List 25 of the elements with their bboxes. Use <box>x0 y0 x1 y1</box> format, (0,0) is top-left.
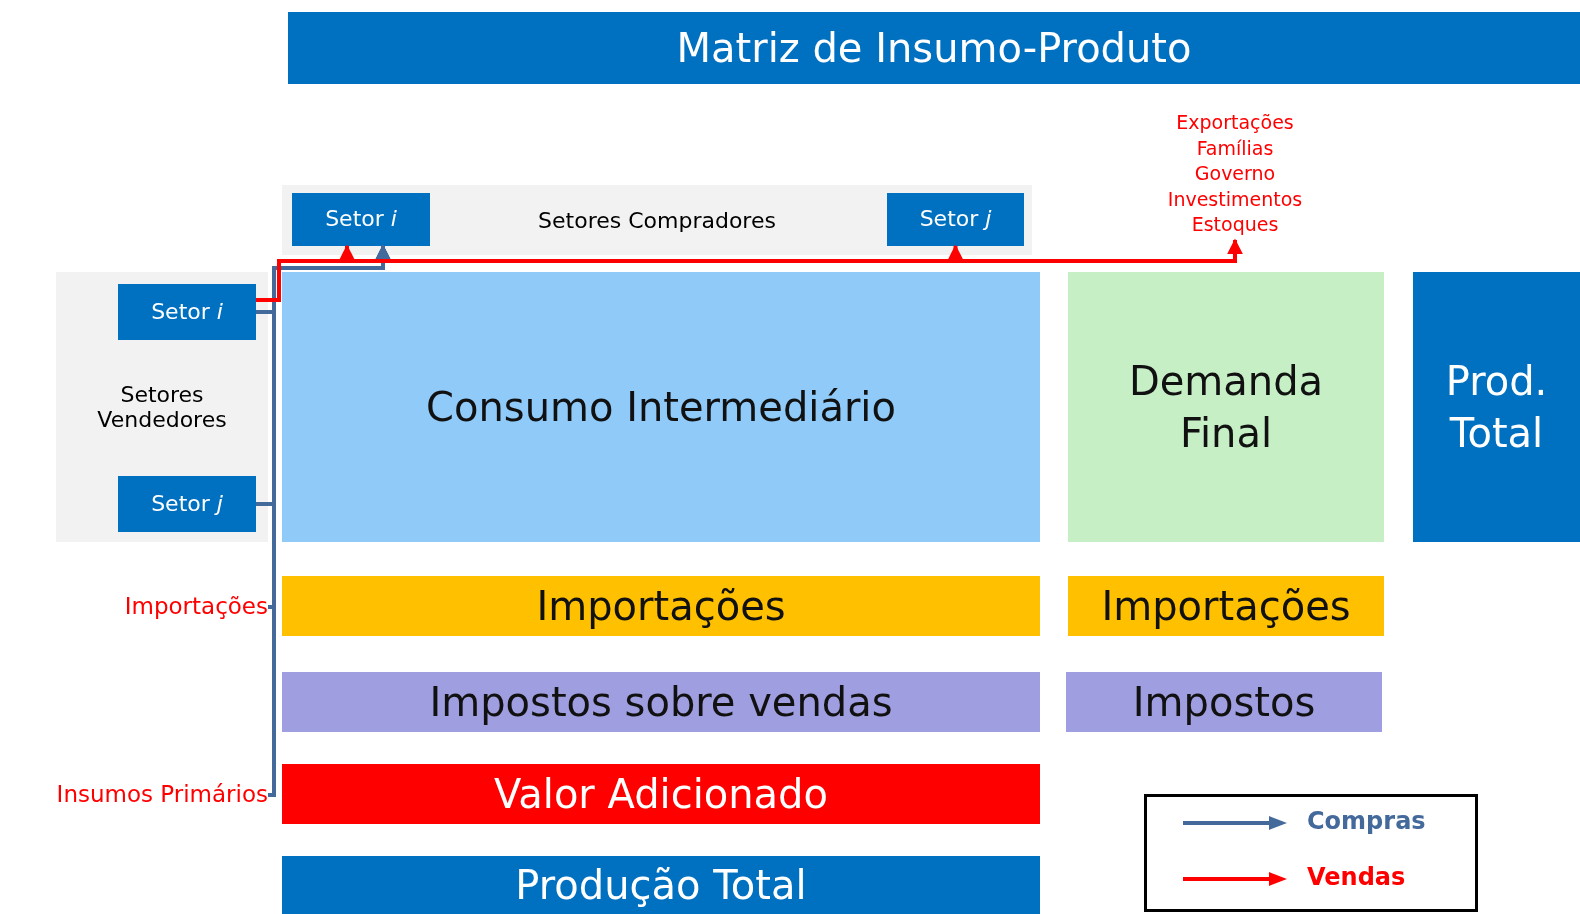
title-banner: Matriz de Insumo-Produto <box>288 12 1580 84</box>
list-item: Famílias <box>1196 135 1274 161</box>
matrix-row: Valor Adicionado <box>282 764 1040 824</box>
list-item: Investimentos <box>1167 186 1303 212</box>
matrix-block: Prod. Total <box>1413 272 1580 542</box>
matrix-row: Importações <box>1068 576 1384 636</box>
sector-box: Setor j <box>118 476 256 532</box>
list-item: Exportações <box>1176 109 1294 135</box>
matrix-row: Produção Total <box>282 856 1040 914</box>
matrix-row: Impostos sobre vendas <box>282 672 1040 732</box>
legend-text: Vendas <box>1307 863 1406 891</box>
list-item: Estoques <box>1191 212 1279 238</box>
legend-text: Compras <box>1307 807 1426 835</box>
matrix-row: Importações <box>282 576 1040 636</box>
sector-box: Setor i <box>292 193 430 246</box>
sector-box: Setor i <box>118 284 256 340</box>
matrix-block: Consumo Intermediário <box>282 272 1040 542</box>
band-title: Setores Compradores <box>538 207 776 233</box>
matrix-block: Demanda Final <box>1068 272 1384 542</box>
row-label: Importações <box>80 590 268 624</box>
sector-box: Setor j <box>887 193 1024 246</box>
matrix-row: Impostos <box>1066 672 1382 732</box>
list-item: Governo <box>1194 161 1276 187</box>
band-title: Setores Vendedores <box>96 382 228 432</box>
row-label: Insumos Primários <box>8 778 268 812</box>
